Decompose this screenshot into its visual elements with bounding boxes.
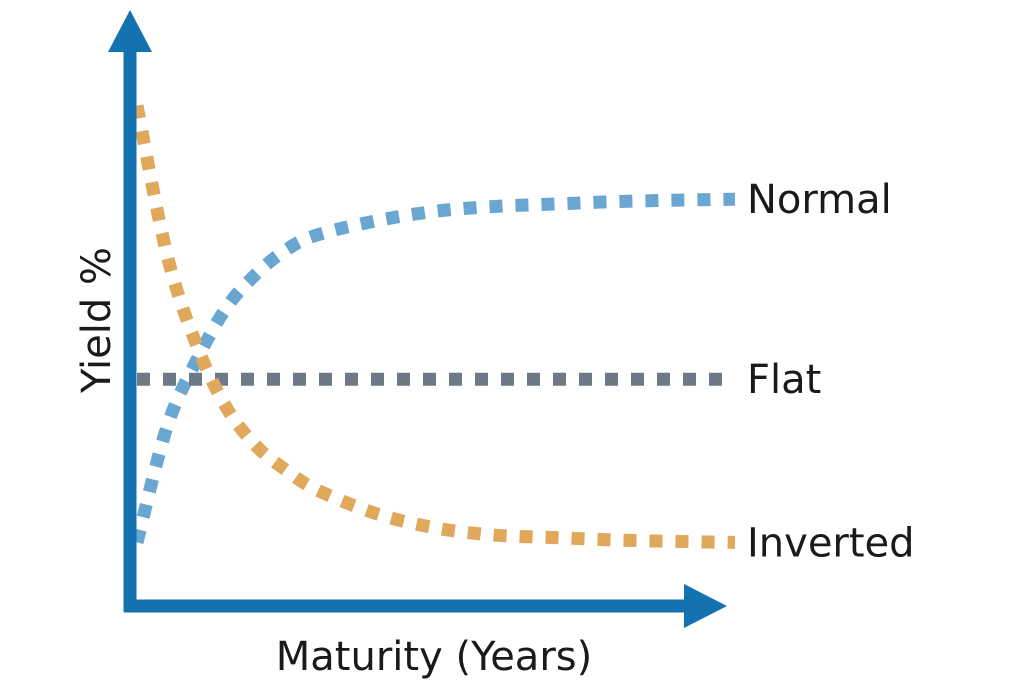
x-axis-arrow-icon bbox=[684, 584, 727, 628]
y-axis-label: Yield % bbox=[74, 247, 120, 394]
normal-label: Normal bbox=[747, 177, 892, 223]
x-axis-label: Maturity (Years) bbox=[276, 634, 592, 680]
inverted-label: Inverted bbox=[747, 520, 915, 566]
normal-curve bbox=[130, 192, 736, 545]
inverted-curve bbox=[130, 104, 736, 549]
series-layer bbox=[130, 104, 736, 549]
flat-label: Flat bbox=[747, 357, 821, 403]
y-axis-arrow-icon bbox=[108, 10, 152, 52]
